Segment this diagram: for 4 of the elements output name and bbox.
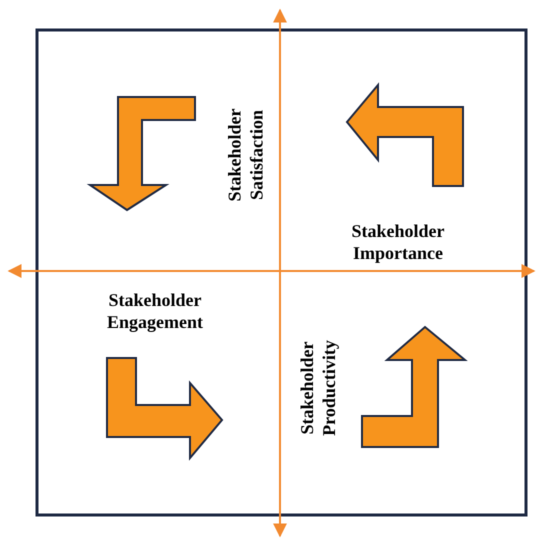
- quadrant-label: Stakeholder Engagement: [107, 289, 203, 333]
- quadrant-label: Stakeholder Importance: [352, 220, 445, 264]
- quadrant-label: Stakeholder Satisfaction: [223, 108, 267, 202]
- quadrant-label: Stakeholder Productivity: [296, 340, 340, 436]
